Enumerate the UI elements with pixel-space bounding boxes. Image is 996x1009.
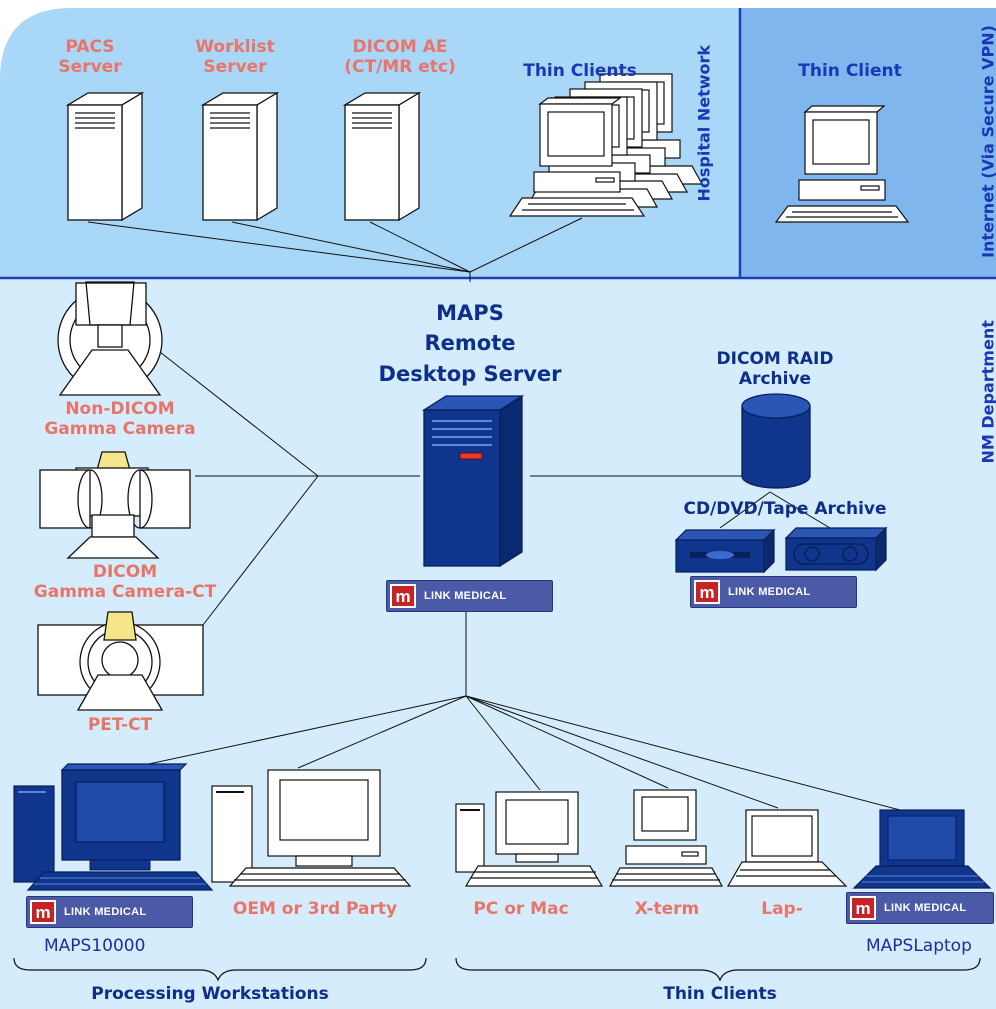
connections [87,217,901,811]
link-medical-logo-archive: m LINK MEDICAL [690,576,857,608]
lap-label: Lap- [761,899,803,919]
cd-dvd-tape-label: CD/DVD/Tape Archive [683,499,887,519]
vpn-thin-client [774,105,910,223]
link-medical-mark-icon: m [30,900,56,924]
oem-label: OEM or 3rd Party [232,899,398,919]
nm-department-label: NM Department [978,320,996,464]
thin-client-vpn-label: Thin Client [798,61,902,81]
dicom-ae-label: DICOM AE(CT/MR etc) [344,37,456,77]
thin-clients-stack [508,73,704,217]
maps10000-workstation [13,763,214,891]
link-medical-mark-icon: m [390,584,416,608]
dicom-ae-server [342,91,422,222]
hospital-network-label: Hospital Network [694,44,714,202]
pacs-server [65,91,145,222]
dicom-raid-archive [741,393,811,489]
link-medical-logo-maps10000: m LINK MEDICAL [26,896,193,928]
group-braces [13,957,981,982]
processing-brace [13,957,427,982]
cd-dvd-drive [674,528,776,574]
pet-ct-label: PET-CT [87,715,153,735]
tape-drive [784,526,888,572]
oem-workstation [211,769,412,887]
thin-clients-bottom-label: Thin Clients [663,984,777,1004]
pet-ct-scanner [37,611,204,711]
link-medical-logo-laptop: m LINK MEDICAL [846,892,994,924]
x-term-label: X-term [634,899,700,919]
link-medical-mark-icon: m [850,896,876,920]
pc-or-mac [455,791,604,887]
processing-workstations-label: Processing Workstations [91,984,329,1004]
maps-remote-desktop-server [421,394,525,568]
tower-servers [65,91,422,222]
dicom-gamma-camera-ct [39,451,191,559]
internet-vpn-label: Internet (Via Secure VPN) [978,25,996,258]
maps-laptop [852,809,992,889]
laptop [726,809,848,887]
non-dicom-gamma-camera [57,281,163,396]
thin-clients-brace [455,957,981,982]
x-term [608,789,724,887]
link-medical-mark-icon: m [694,580,720,604]
link-medical-logo-server: m LINK MEDICAL [386,580,553,612]
pc-mac-label: PC or Mac [473,899,569,919]
maps10000-label: MAPS10000 [44,936,146,956]
maps-laptop-label: MAPSLaptop [866,936,972,956]
thin-clients-top-label: Thin Clients [523,61,637,81]
worklist-server [200,91,280,222]
